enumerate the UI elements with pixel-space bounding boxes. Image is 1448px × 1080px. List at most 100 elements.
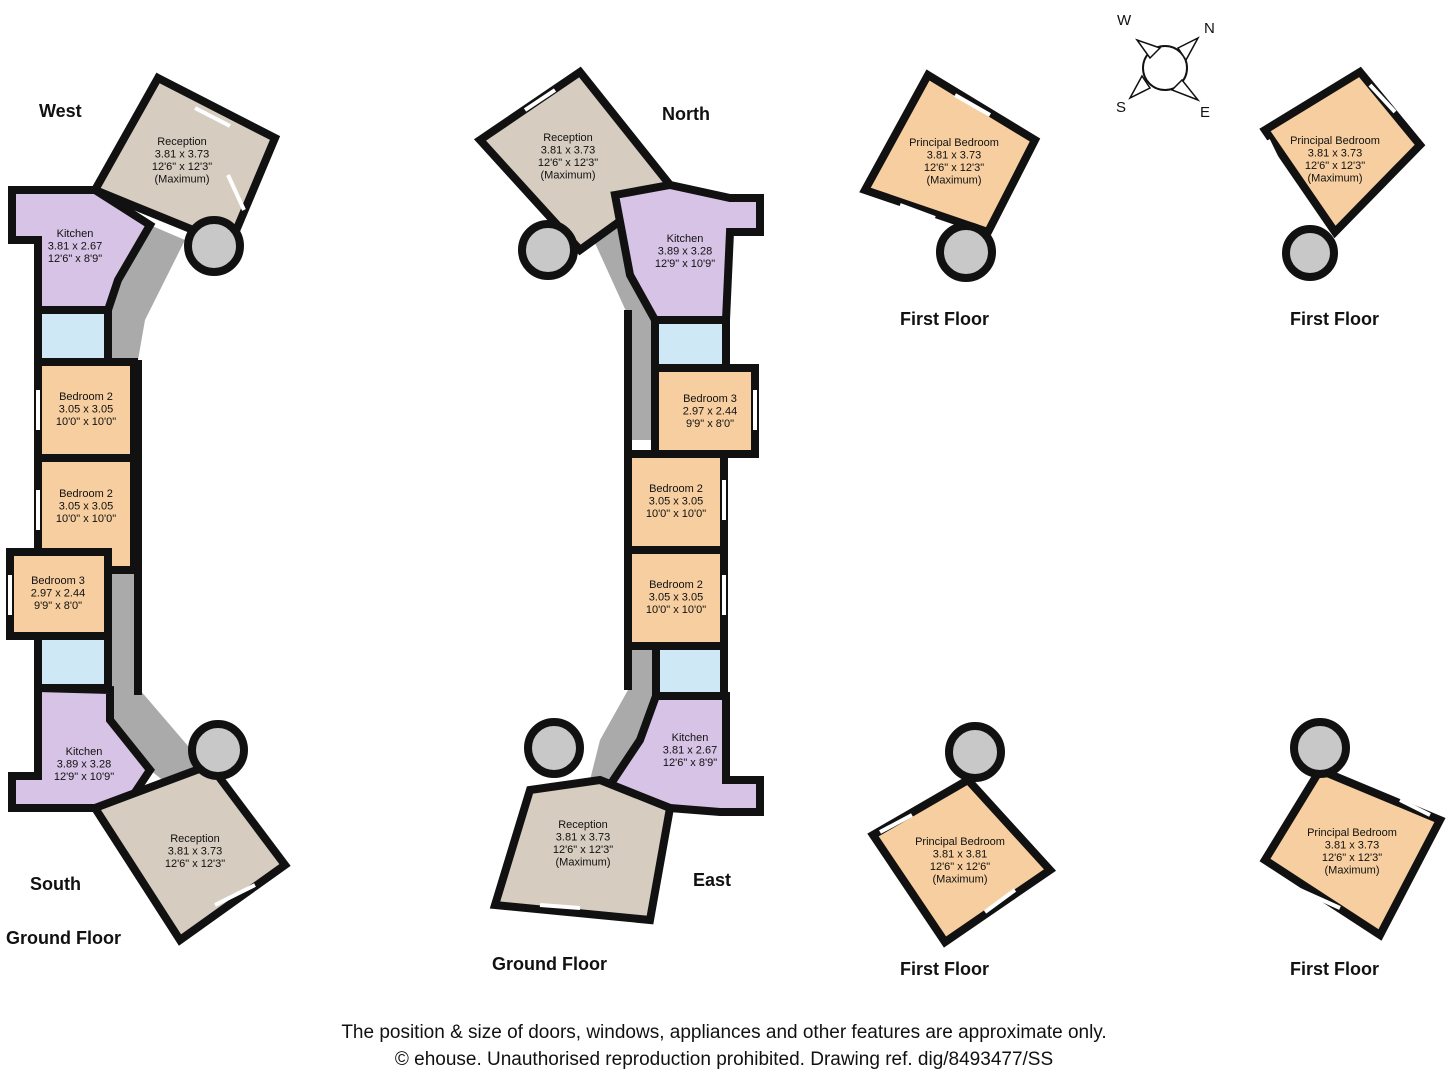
- hallway: [108, 690, 200, 790]
- room-label-line: 3.05 x 3.05: [649, 496, 703, 508]
- disclaimer-text: The position & size of doors, windows, a…: [341, 1022, 1107, 1043]
- room-label-line: 10'0" x 10'0": [56, 513, 116, 525]
- room-label-line: Principal Bedroom: [909, 137, 999, 149]
- room-label-line: 12'6" x 12'3": [924, 162, 984, 174]
- principal-bedroom-room: [867, 774, 1057, 948]
- window: [539, 903, 581, 910]
- west-ground-floor-plan: [6, 72, 291, 946]
- room-label-line: Bedroom 2: [649, 483, 703, 495]
- hallway: [108, 225, 185, 360]
- hallway: [108, 570, 136, 695]
- room-label-line: 3.81 x 2.67: [48, 241, 102, 253]
- room-label-line: 12'6" x 12'6": [930, 861, 990, 873]
- window: [1299, 888, 1341, 910]
- room-label-line: Kitchen: [667, 233, 704, 245]
- spiral-staircase: [524, 718, 584, 778]
- room-label-line: Reception: [558, 819, 608, 831]
- elevation-heading-west: West: [39, 101, 82, 121]
- elevation-heading-north: North: [662, 104, 710, 124]
- room-label-line: 12'6" x 8'9": [48, 253, 102, 265]
- room-label-line: Bedroom 3: [683, 393, 737, 405]
- principal-bedroom-room: [1259, 66, 1426, 239]
- window: [523, 88, 557, 112]
- window: [214, 883, 256, 907]
- room-label-line: (Maximum): [556, 857, 611, 869]
- room-label-line: 3.81 x 3.73: [155, 149, 209, 161]
- spiral-staircase: [1282, 225, 1338, 281]
- room-label-line: Kitchen: [66, 746, 103, 758]
- compass-pointer-icon: [1170, 78, 1201, 102]
- first-floor-bottom-right: [1259, 718, 1446, 941]
- room-label-line: Bedroom 3: [31, 575, 85, 587]
- room-label-line: 9'9" x 8'0": [34, 600, 82, 612]
- reception-room: [88, 760, 291, 946]
- compass-pointer-icon: [1176, 36, 1200, 62]
- compass-w: W: [1117, 12, 1132, 29]
- window: [1368, 83, 1397, 114]
- room-label-line: Reception: [543, 132, 593, 144]
- floor-heading-first-bl: First Floor: [900, 959, 989, 979]
- spiral-staircase: [945, 722, 1005, 782]
- window: [879, 813, 913, 834]
- room-label-line: 12'6" x 8'9": [663, 757, 717, 769]
- room-label-line: 12'6" x 12'3": [553, 844, 613, 856]
- room-label-line: Principal Bedroom: [1290, 135, 1380, 147]
- room-label-line: (Maximum): [927, 175, 982, 187]
- window: [954, 93, 991, 117]
- room-label-line: (Maximum): [1308, 173, 1363, 185]
- bedroom-room: [624, 450, 728, 554]
- north-ground-floor-plan: [473, 66, 764, 925]
- bathroom: [651, 316, 730, 374]
- floor-heading-first-tl: First Floor: [900, 309, 989, 329]
- room-label-line: Bedroom 2: [649, 579, 703, 591]
- copyright-text: © ehouse. Unauthorised reproduction proh…: [394, 1049, 1054, 1070]
- first-floor-bottom-left: [867, 722, 1057, 948]
- room-label-line: 12'9" x 10'9": [54, 771, 114, 783]
- first-floor-top-left: [859, 69, 1041, 282]
- room-label-line: 12'6" x 12'3": [1322, 852, 1382, 864]
- room-label-line: 2.97 x 2.44: [683, 406, 737, 418]
- window: [899, 203, 936, 220]
- window: [226, 174, 246, 211]
- room-label-line: 12'6" x 12'3": [165, 858, 225, 870]
- room-label-line: 3.81 x 3.73: [1308, 148, 1362, 160]
- room-label-line: (Maximum): [1325, 865, 1380, 877]
- elevation-heading-east: East: [693, 870, 731, 890]
- room-label-line: 10'0" x 10'0": [646, 508, 706, 520]
- room-label-line: 10'0" x 10'0": [56, 416, 116, 428]
- room-label-line: 3.81 x 3.81: [933, 849, 987, 861]
- compass-pointer-icon: [1134, 38, 1162, 60]
- window: [983, 888, 1017, 914]
- room-label-line: Principal Bedroom: [1307, 827, 1397, 839]
- room-label-line: 12'6" x 12'3": [1305, 160, 1365, 172]
- elevation-heading-south: South: [30, 874, 81, 894]
- floor-heading-first-tr: First Floor: [1290, 309, 1379, 329]
- spiral-staircase: [518, 220, 578, 280]
- room-label-line: 3.89 x 3.28: [658, 246, 712, 258]
- room-label-line: 3.81 x 3.73: [168, 846, 222, 858]
- room-label-line: 3.05 x 3.05: [649, 592, 703, 604]
- spiral-staircase: [188, 720, 248, 780]
- floor-heading-first-br: First Floor: [1290, 959, 1379, 979]
- room-label-line: Reception: [157, 136, 207, 148]
- kitchen-room: [610, 180, 764, 324]
- room-label-line: 3.05 x 3.05: [59, 404, 113, 416]
- room-label-line: 12'6" x 12'3": [152, 161, 212, 173]
